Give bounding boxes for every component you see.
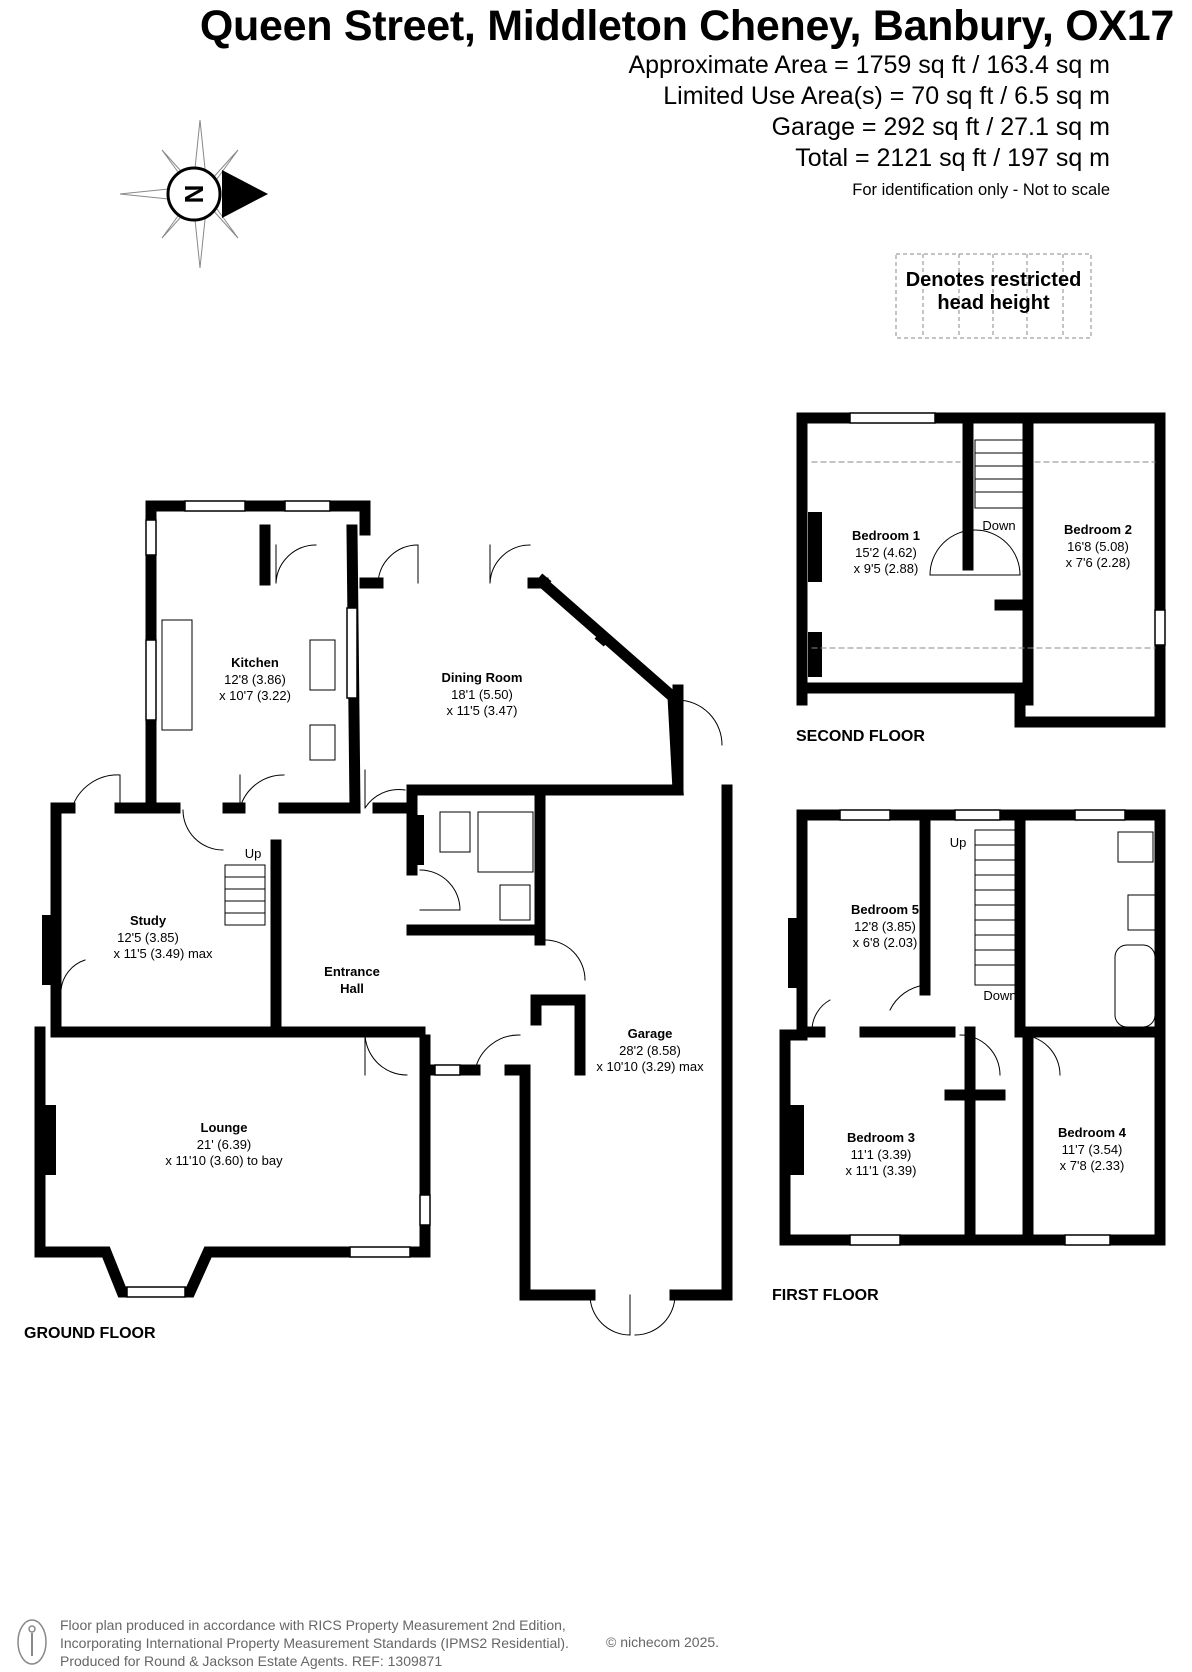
kitchen-sink-icon xyxy=(309,639,336,691)
first-floor-labels: Bedroom 5 12'8 (3.85) x 6'8 (2.03) Bedro… xyxy=(846,835,1127,1178)
toilet-icon xyxy=(1117,831,1154,863)
study-dim-1: 12'5 (3.85) xyxy=(117,930,179,945)
legend-label: Denotes restricted head height xyxy=(895,269,1092,315)
fixtures xyxy=(161,619,1157,1028)
total-area: Total = 2121 sq ft / 197 sq m xyxy=(795,144,1110,172)
bedroom-1-dim-1: 15'2 (4.62) xyxy=(855,545,917,560)
first-floor-walls xyxy=(779,809,1166,1246)
bath-icon xyxy=(1114,944,1156,1028)
garage-name: Garage xyxy=(628,1026,673,1041)
first-floor-label: FIRST FLOOR xyxy=(772,1287,879,1304)
ground-floor-labels: Kitchen 12'8 (3.86) x 10'7 (3.22) Dining… xyxy=(113,655,704,1168)
staircases xyxy=(224,439,1024,986)
ground-floor-walls xyxy=(34,500,733,1301)
legend-line-2: head height xyxy=(937,292,1050,314)
bedroom-3-name: Bedroom 3 xyxy=(847,1130,915,1145)
bedroom-5-name: Bedroom 5 xyxy=(851,902,919,917)
legend-line-1: Denotes restricted xyxy=(905,269,1082,291)
second-floor-label: SECOND FLOOR xyxy=(796,728,925,745)
lounge-dim-2: x 11'10 (3.60) to bay xyxy=(165,1153,283,1168)
hob-icon xyxy=(309,724,336,761)
accessibility-figure-icon xyxy=(17,1619,47,1665)
bedroom-2-dim-1: 16'8 (5.08) xyxy=(1067,539,1129,554)
bedroom-3-dim-1: 11'1 (3.39) xyxy=(851,1147,912,1162)
kitchen-dim-1: 12'8 (3.86) xyxy=(224,672,286,687)
bedroom-2-dim-2: x 7'6 (2.28) xyxy=(1066,555,1131,570)
wash-basin-icon xyxy=(499,884,531,921)
footer-line-3: Produced for Round & Jackson Estate Agen… xyxy=(60,1653,443,1669)
kitchen-name: Kitchen xyxy=(231,655,279,670)
garage-area: Garage = 292 sq ft / 27.1 sq m xyxy=(771,113,1110,141)
limited-use-area: Limited Use Area(s) = 70 sq ft / 6.5 sq … xyxy=(663,82,1110,110)
copyright: © nichecom 2025. xyxy=(606,1634,720,1650)
footer-text: Floor plan produced in accordance with R… xyxy=(60,1616,569,1670)
entrance-hall-name-2: Hall xyxy=(340,981,364,996)
study-dim-2: x 11'5 (3.49) max xyxy=(113,946,213,961)
door-swings xyxy=(60,529,1061,1336)
footer-line-2: Incorporating International Property Mea… xyxy=(60,1635,569,1651)
lounge-dim-1: 21' (6.39) xyxy=(197,1137,252,1152)
restricted-height-lines xyxy=(811,461,1156,649)
dining-room-dim-2: x 11'5 (3.47) xyxy=(447,703,518,718)
bedroom-5-dim-2: x 6'8 (2.03) xyxy=(853,935,918,950)
basin-icon xyxy=(1127,894,1157,931)
disclaimer: For identification only - Not to scale xyxy=(852,181,1110,199)
dining-room-dim-1: 18'1 (5.50) xyxy=(451,687,513,702)
study-name: Study xyxy=(130,913,167,928)
bedroom-1-name: Bedroom 1 xyxy=(852,528,920,543)
page-title: Queen Street, Middleton Cheney, Banbury,… xyxy=(199,2,1174,50)
entrance-hall-name-1: Entrance xyxy=(324,964,380,979)
ground-stairs-up: Up xyxy=(245,846,262,861)
garage-dim-1: 28'2 (8.58) xyxy=(619,1043,681,1058)
bedroom-4-dim-2: x 7'8 (2.33) xyxy=(1060,1158,1125,1173)
compass-rose-icon: N xyxy=(119,119,268,269)
chimney-breasts xyxy=(42,512,822,1175)
bedroom-2-name: Bedroom 2 xyxy=(1064,522,1132,537)
ground-floor-label: GROUND FLOOR xyxy=(24,1325,156,1342)
shower-tray-icon xyxy=(477,811,534,873)
garage-dim-2: x 10'10 (3.29) max xyxy=(596,1059,704,1074)
first-stairs-down: Down xyxy=(983,988,1016,1003)
dining-room-name: Dining Room xyxy=(442,670,523,685)
bedroom-3-dim-2: x 11'1 (3.39) xyxy=(846,1163,917,1178)
bedroom-5-dim-1: 12'8 (3.85) xyxy=(854,919,916,934)
windows xyxy=(126,412,1166,1298)
restricted-head-height-legend: Denotes restricted head height xyxy=(895,253,1092,339)
bedroom-4-dim-1: 11'7 (3.54) xyxy=(1062,1142,1123,1157)
second-floor-labels: Bedroom 1 15'2 (4.62) x 9'5 (2.88) Bedro… xyxy=(852,518,1132,576)
kitchen-dim-2: x 10'7 (3.22) xyxy=(219,688,291,703)
bedroom-1-dim-2: x 9'5 (2.88) xyxy=(854,561,919,576)
second-stairs-down: Down xyxy=(982,518,1015,533)
bedroom-4-name: Bedroom 4 xyxy=(1058,1125,1127,1140)
compass-letter: N xyxy=(179,185,209,204)
wc-toilet-icon xyxy=(439,811,471,853)
lounge-name: Lounge xyxy=(201,1120,248,1135)
footer-line-1: Floor plan produced in accordance with R… xyxy=(60,1617,566,1633)
approximate-area: Approximate Area = 1759 sq ft / 163.4 sq… xyxy=(628,51,1110,79)
legend-hatch-box xyxy=(895,253,1092,339)
first-stairs-up: Up xyxy=(950,835,967,850)
